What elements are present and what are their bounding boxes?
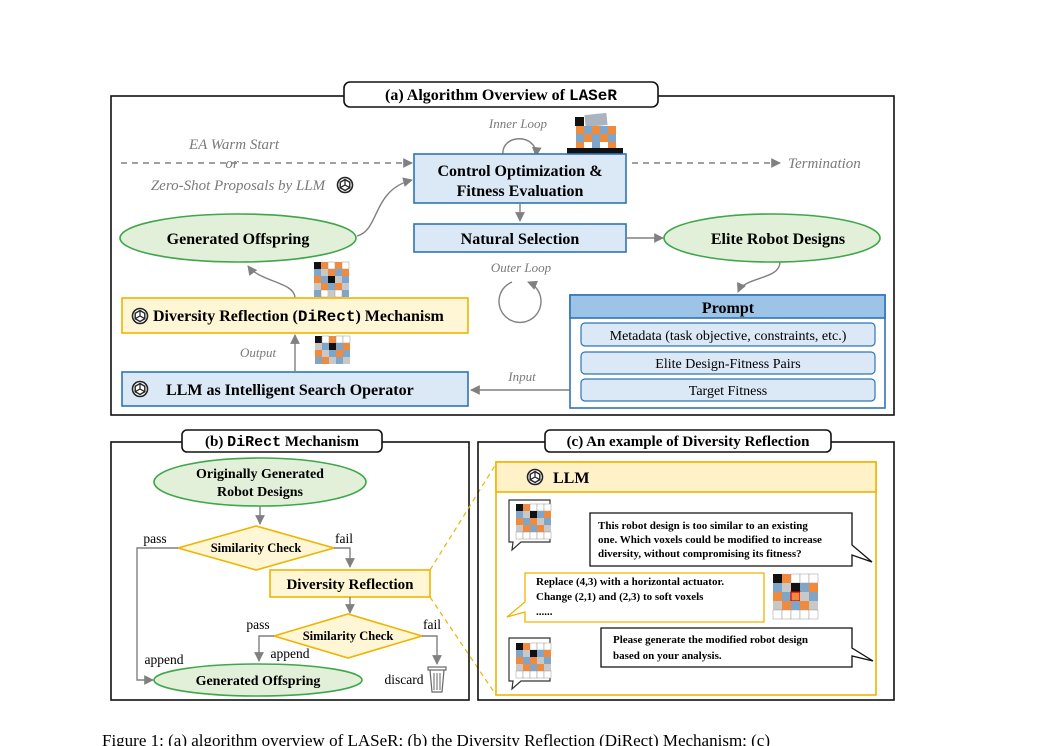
prompt-item-box — [580, 322, 876, 347]
or-label: or — [225, 156, 239, 172]
zoom-connector — [429, 463, 497, 696]
panel-c: (c) An example of Diversity Reflection L… — [477, 429, 895, 701]
arrow — [422, 635, 442, 665]
direct-to-offspring-arrow — [247, 265, 296, 299]
generated-offspring-ellipse — [119, 213, 357, 263]
message-2-line: ...... — [536, 606, 553, 618]
figure-caption: Figure 1: (a) algorithm overview of LASe… — [102, 731, 770, 746]
message-2-line: Replace (4,3) with a horizontal actuator… — [536, 576, 724, 588]
prompt-item-box — [580, 378, 876, 402]
openai-logo-icon — [526, 468, 544, 486]
elite-to-prompt-arrow — [737, 261, 781, 293]
chat-bubble-icon — [600, 627, 874, 668]
direct-mechanism-label: Diversity Reflection (DiRect) Mechanism — [153, 308, 445, 326]
message-2-line: Change (2,1) and (2,3) to soft voxels — [536, 591, 704, 603]
generated-offspring-label: Generated Offspring — [167, 231, 310, 248]
prompt-item: Elite Design-Fitness Pairs — [655, 357, 800, 372]
panel-b-title: (b) DiRect Mechanism — [205, 434, 360, 451]
llm-operator-label: LLM as Intelligent Search Operator — [166, 382, 414, 399]
arrow — [334, 547, 355, 568]
llm-operator-box — [121, 371, 469, 407]
pass-append-arrow — [136, 547, 178, 685]
panel-a: (a) Algorithm Overview of LASeR EA Warm … — [110, 81, 895, 416]
openai-logo-icon — [336, 176, 354, 194]
pass-label: pass — [246, 617, 269, 632]
input-label: Input — [507, 369, 536, 384]
natural-selection-box — [413, 223, 627, 253]
pass-label: pass — [143, 531, 166, 546]
prompt-item: Metadata (task objective, constraints, e… — [610, 329, 847, 344]
message-3-line: based on your analysis. — [613, 650, 722, 662]
offspring-to-control-arrow — [356, 177, 413, 237]
llm-label: LLM — [553, 470, 589, 487]
similarity-check-label: Similarity Check — [211, 541, 302, 555]
fail-label: fail — [423, 617, 441, 632]
append-label: append — [271, 646, 310, 661]
chat-bubble-icon — [506, 572, 765, 623]
openai-logo-icon — [131, 307, 149, 325]
control-optimization-line1: Control Optimization & — [437, 163, 602, 180]
control-optimization-box — [413, 153, 627, 204]
fail-label: fail — [335, 531, 353, 546]
arrow — [254, 635, 274, 662]
panel-b: (b) DiRect Mechanism Originally Generate… — [110, 429, 470, 701]
message-1-line: This robot design is too similar to an e… — [598, 520, 808, 532]
openai-logo-icon — [131, 380, 149, 398]
prompt-header-label: Prompt — [702, 300, 755, 317]
voxel-grid-icon — [515, 503, 552, 540]
voxel-grid-icon — [772, 573, 819, 620]
generated-offspring-label: Generated Offspring — [196, 674, 321, 689]
diversity-reflection-label: Diversity Reflection — [286, 577, 414, 593]
voxel-grid-icon — [315, 335, 351, 364]
voxel-grid-icon — [515, 642, 552, 679]
message-1-line: one. Which voxels could be modified to i… — [598, 534, 822, 546]
inner-loop-label: Inner Loop — [488, 116, 548, 131]
original-designs-line1: Originally Generated — [196, 467, 324, 482]
control-optimization-line2: Fitness Evaluation — [457, 183, 584, 200]
llm-header — [495, 461, 877, 493]
panel-c-title: (c) An example of Diversity Reflection — [567, 434, 811, 450]
direct-mechanism-box — [121, 297, 469, 334]
elite-designs-ellipse — [663, 213, 881, 263]
similarity-check-label: Similarity Check — [303, 629, 394, 643]
prompt-item: Target Fitness — [689, 384, 767, 399]
inner-loop-arrow — [502, 138, 542, 157]
zero-shot-label: Zero-Shot Proposals by LLM — [151, 178, 327, 194]
message-1-line: diversity, without compromising its fitn… — [598, 548, 802, 560]
prompt-item-box — [580, 351, 876, 375]
outer-loop-label: Outer Loop — [491, 260, 552, 275]
output-label: Output — [240, 345, 277, 360]
elite-designs-label: Elite Robot Designs — [711, 231, 845, 248]
generated-offspring-ellipse — [153, 663, 363, 697]
chat-bubble-icon — [589, 512, 873, 567]
natural-selection-label: Natural Selection — [461, 231, 580, 248]
prompt-header — [569, 294, 886, 319]
voxel-grid-icon — [314, 261, 350, 298]
warm-start-label: EA Warm Start — [188, 137, 280, 153]
panel-a-title: (a) Algorithm Overview of LASeR — [385, 87, 617, 105]
original-designs-line2: Robot Designs — [217, 485, 304, 500]
discard-label: discard — [385, 672, 424, 687]
termination-label: Termination — [788, 156, 861, 172]
outer-loop-arrow — [498, 280, 542, 324]
robot-icon — [567, 112, 623, 154]
trash-icon — [427, 666, 447, 693]
diversity-reflection-box — [269, 569, 431, 598]
append-label: append — [145, 652, 184, 667]
message-3-line: Please generate the modified robot desig… — [613, 634, 808, 646]
